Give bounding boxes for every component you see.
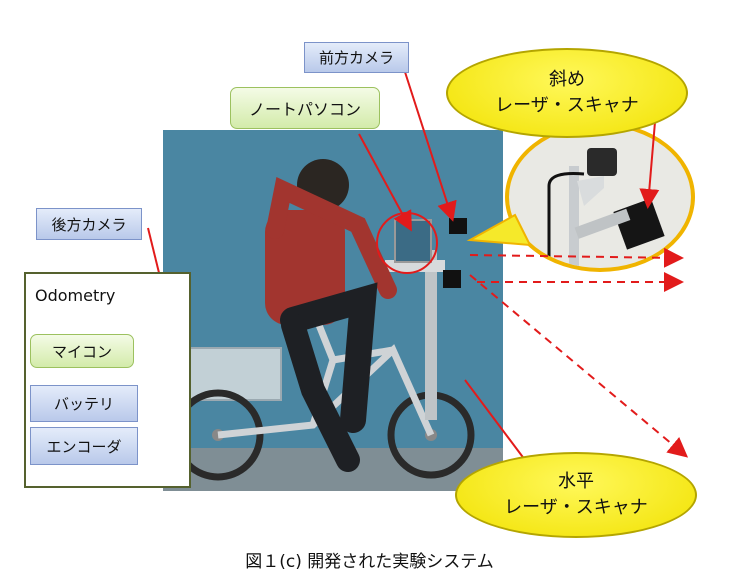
- scanner-closeup-illustration: [547, 148, 665, 268]
- scanner-closeup-inset: [505, 122, 695, 272]
- diagonal-scanner-arrow: [639, 109, 660, 209]
- rear-camera-label: 後方カメラ: [36, 208, 142, 240]
- inset-callout-pointer: [466, 213, 532, 247]
- horizontal-scanner-label-line2: レーザ・スキャナ: [504, 497, 648, 518]
- front-camera-arrow: [404, 71, 457, 222]
- battery-label: バッテリ: [30, 385, 138, 422]
- figure-caption: 図１(c) 開発された実験システム: [245, 552, 494, 572]
- diagonal-scanner-label-line2: レーザ・スキャナ: [495, 95, 639, 116]
- encoder-label: エンコーダ: [30, 427, 138, 465]
- diagonal-scan-beam-lower: [469, 274, 689, 458]
- diagonal-scanner-bubble: 斜め レーザ・スキャナ: [446, 48, 688, 138]
- laptop-label: ノートパソコン: [230, 87, 380, 129]
- laptop-arrow: [358, 133, 412, 232]
- diagonal-scanner-label-line1: 斜め: [549, 69, 585, 90]
- front-camera-label: 前方カメラ: [304, 42, 409, 73]
- microcontroller-label: マイコン: [30, 334, 134, 368]
- diagonal-scan-beam-upper: [469, 247, 684, 268]
- odometry-title: Odometry: [35, 286, 116, 305]
- horizontal-scanner-label-line1: 水平: [558, 471, 594, 492]
- laptop-highlight-circle: [376, 212, 438, 274]
- horizontal-scanner-bubble: 水平 レーザ・スキャナ: [455, 452, 697, 538]
